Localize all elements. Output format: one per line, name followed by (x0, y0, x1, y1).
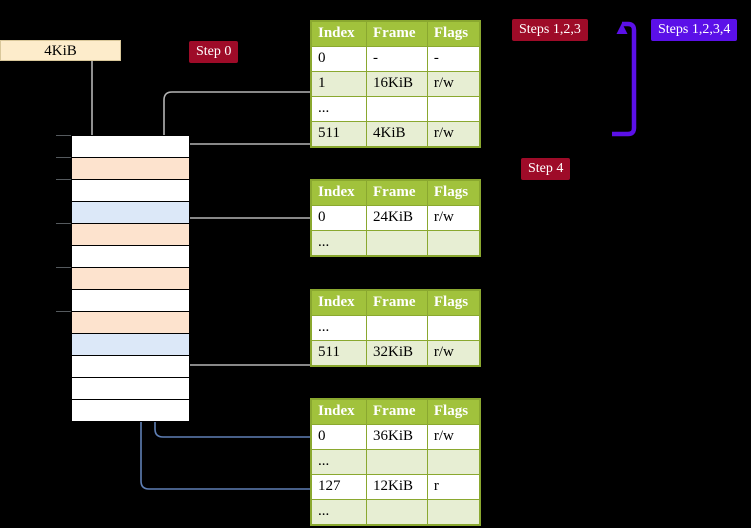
memory-frame-row (71, 135, 190, 158)
memory-row-tick (56, 157, 71, 158)
table-cell: 0 (310, 205, 368, 231)
table-row: 0-- (310, 46, 481, 72)
table-cell (366, 315, 428, 341)
table-row: ... (310, 230, 481, 256)
table-cell: 0 (310, 424, 368, 450)
column-header-index: Index (310, 399, 368, 425)
memory-row-tick (56, 223, 71, 224)
column-header-index: Index (310, 290, 368, 316)
table-cell: 36KiB (366, 424, 428, 450)
table-row: ... (310, 96, 481, 122)
table-cell (426, 315, 481, 341)
column-header-flags: Flags (426, 180, 481, 206)
memory-frame-row (71, 267, 190, 290)
table-cell: r/w (426, 71, 481, 97)
memory-frame-row (71, 201, 190, 224)
badge-step-4: Step 4 (521, 158, 571, 180)
table-cell: - (366, 46, 428, 72)
memory-frame-row (71, 179, 190, 202)
column-header-flags: Flags (426, 399, 481, 425)
memory-row-tick (56, 135, 71, 136)
badge-steps-123: Steps 1,2,3 (512, 19, 588, 41)
memory-frame-row (71, 377, 190, 400)
column-header-index: Index (310, 180, 368, 206)
memory-row-tick (56, 179, 71, 180)
table-cell: ... (310, 230, 368, 256)
memory-frame-row (71, 355, 190, 378)
column-header-frame: Frame (366, 180, 428, 206)
table-cell (366, 96, 428, 122)
table-cell: r/w (426, 340, 481, 366)
table-cell (426, 230, 481, 256)
table-cell (366, 499, 428, 525)
table-cell: 1 (310, 71, 368, 97)
column-header-frame: Frame (366, 21, 428, 47)
table-cell: 12KiB (366, 474, 428, 500)
table-cell: 4KiB (366, 121, 428, 147)
column-header-frame: Frame (366, 290, 428, 316)
table-cell: ... (310, 96, 368, 122)
memory-row-tick (56, 267, 71, 268)
memory-frame-row (71, 333, 190, 356)
column-header-frame: Frame (366, 399, 428, 425)
column-header-flags: Flags (426, 290, 481, 316)
badge-step-0: Step 0 (189, 41, 239, 63)
table-cell: r/w (426, 121, 481, 147)
table-cell: 511 (310, 121, 368, 147)
table-cell (366, 449, 428, 475)
memory-frame-row (71, 245, 190, 268)
column-header-flags: Flags (426, 21, 481, 47)
table-cell (426, 499, 481, 525)
table-cell: r (426, 474, 481, 500)
frame-4kib-box: 4KiB (0, 40, 121, 61)
table-cell: 127 (310, 474, 368, 500)
table-cell: 24KiB (366, 205, 428, 231)
table-cell: r/w (426, 205, 481, 231)
table-cell: 511 (310, 340, 368, 366)
table-cell: 32KiB (366, 340, 428, 366)
table-cell: ... (310, 449, 368, 475)
memory-frame-row (71, 223, 190, 246)
memory-frame-row (71, 157, 190, 180)
table-cell: r/w (426, 424, 481, 450)
table-cell: 0 (310, 46, 368, 72)
column-header-index: Index (310, 21, 368, 47)
table-row: ... (310, 499, 481, 525)
table-cell: ... (310, 315, 368, 341)
table-row: ... (310, 315, 481, 341)
table-cell (366, 230, 428, 256)
badge-steps-1234: Steps 1,2,3,4 (651, 19, 738, 41)
table-cell: 16KiB (366, 71, 428, 97)
table-cell (426, 96, 481, 122)
table-cell: - (426, 46, 481, 72)
memory-row-tick (56, 311, 71, 312)
memory-frame-row (71, 289, 190, 312)
table-row: ... (310, 449, 481, 475)
memory-frame-row (71, 311, 190, 334)
memory-frame-row (71, 399, 190, 422)
table-cell: ... (310, 499, 368, 525)
frame-4kib-label: 4KiB (44, 43, 77, 59)
table-cell (426, 449, 481, 475)
